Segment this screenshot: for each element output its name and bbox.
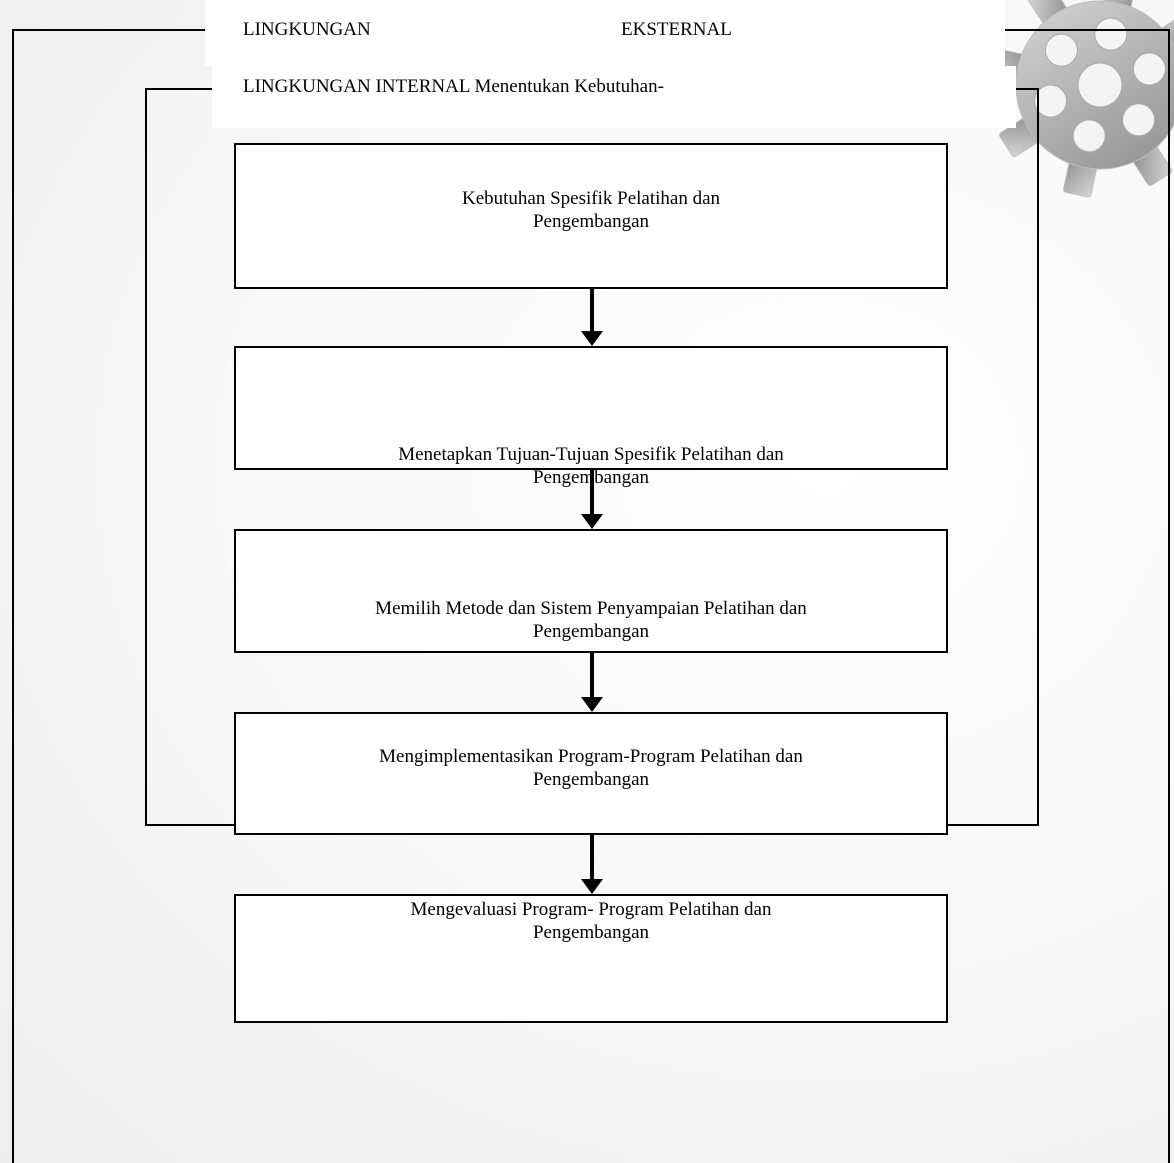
step-label-5: Mengevaluasi Program- Program Pelatihan …	[234, 898, 948, 944]
step-label-2: Menetapkan Tujuan-Tujuan Spesifik Pelati…	[234, 443, 948, 489]
step-2-line2: Pengembangan	[532, 467, 650, 488]
external-label-right: EKSTERNAL	[621, 19, 732, 40]
step-1-line1: Kebutuhan Spesifik Pelatihan dan	[461, 188, 721, 209]
step-4-line1: Mengimplementasikan Program-Program Pela…	[379, 746, 803, 767]
step-label-4: Mengimplementasikan Program-Program Pela…	[234, 745, 948, 791]
external-label-background	[205, 0, 1005, 66]
step-3-line1: Memilih Metode dan Sistem Penyampaian Pe…	[375, 598, 807, 619]
step-4-line2: Pengembangan	[532, 769, 650, 790]
step-5-line2: Pengembangan	[532, 922, 650, 943]
step-3-line2: Pengembangan	[532, 621, 650, 642]
arrow-head-4	[581, 879, 603, 894]
step-label-1: Kebutuhan Spesifik Pelatihan dan Pengemb…	[234, 187, 948, 233]
internal-label-background	[212, 66, 1016, 128]
step-label-3: Memilih Metode dan Sistem Penyampaian Pe…	[234, 597, 948, 643]
arrow-head-1	[581, 331, 603, 346]
step-box-3	[234, 529, 948, 653]
arrow-head-2	[581, 514, 603, 529]
step-1-line2: Pengembangan	[532, 211, 650, 232]
arrow-head-3	[581, 697, 603, 712]
internal-label: LINGKUNGAN INTERNAL Menentukan Kebutuhan…	[243, 76, 664, 97]
step-box-4	[234, 712, 948, 835]
step-2-line1: Menetapkan Tujuan-Tujuan Spesifik Pelati…	[398, 444, 784, 465]
external-label-left: LINGKUNGAN	[243, 19, 371, 40]
step-box-5	[234, 894, 948, 1023]
step-box-1	[234, 143, 948, 289]
step-5-line1: Mengevaluasi Program- Program Pelatihan …	[410, 899, 772, 920]
step-box-2	[234, 346, 948, 470]
